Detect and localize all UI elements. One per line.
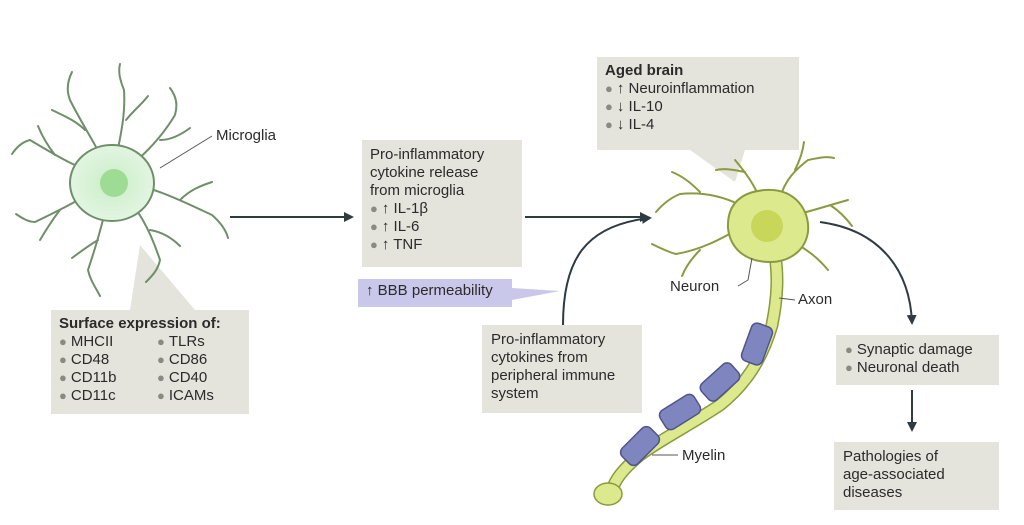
arrow-peripheral-to-neuron — [562, 213, 652, 326]
surface-expression-box: Surface expression of: ●MHCII ●CD48 ●CD1… — [51, 310, 249, 414]
myelin-segment — [619, 425, 661, 467]
peripheral-cytokines-box: Pro-inflammatory cytokines from peripher… — [482, 325, 642, 413]
aged-callout-pointer — [690, 150, 745, 182]
surface-expression-title: Surface expression of: — [59, 315, 221, 332]
arrow-neuron-to-synaptic — [819, 221, 917, 325]
peripheral-line: cytokines from — [491, 349, 588, 366]
myelin-segment — [740, 322, 774, 366]
peripheral-line: peripheral immune — [491, 367, 616, 384]
myelin-segment — [658, 393, 702, 431]
aged-brain-box: Aged brain ●↑ Neuroinflammation ●↓ IL-10… — [597, 57, 799, 150]
pathologies-line: Pathologies of — [843, 448, 939, 465]
pathologies-line: age-associated — [843, 466, 945, 483]
microglia-nucleus — [100, 169, 128, 197]
peripheral-line: Pro-inflammatory — [491, 331, 606, 348]
microglia-leader-line — [159, 135, 213, 169]
cytokine-release-box: Pro-inflammatory cytokine release from m… — [362, 140, 522, 267]
outcome-item: ●Synaptic damage — [845, 341, 973, 358]
axon-label: Axon — [798, 291, 833, 308]
pathologies-box: Pathologies of age-associated diseases — [834, 442, 999, 510]
surface-callout-pointer — [130, 245, 195, 310]
bbb-callout-pointer — [512, 288, 560, 300]
release-line: from microglia — [370, 182, 465, 199]
surface-marker: ●MHCII — [59, 333, 114, 350]
release-line: Pro-inflammatory — [370, 146, 485, 163]
aged-brain-title: Aged brain — [605, 62, 684, 79]
aged-item: ●↓ IL-10 — [605, 98, 663, 115]
surface-marker: ●CD11c — [59, 387, 116, 404]
surface-marker: ●TLRs — [157, 333, 205, 350]
myelin-segment — [699, 362, 741, 402]
surface-marker: ●CD48 — [59, 351, 110, 368]
surface-marker: ●CD11b — [59, 369, 117, 386]
surface-marker: ●CD86 — [157, 351, 208, 368]
neuron-label: Neuron — [670, 278, 720, 295]
neuron-nucleus — [751, 210, 783, 242]
myelin-label: Myelin — [682, 447, 726, 464]
pathologies-line: diseases — [843, 484, 903, 501]
release-item: ●↑ IL-1β — [370, 200, 429, 217]
outcome-item: ●Neuronal death — [845, 359, 960, 376]
aged-item: ●↑ Neuroinflammation — [605, 80, 755, 97]
release-item: ●↑ TNF — [370, 236, 423, 253]
myelin-sheaths — [619, 322, 774, 467]
surface-marker: ●ICAMs — [157, 387, 214, 404]
axon-leader-line — [778, 297, 796, 301]
surface-marker: ●CD40 — [157, 369, 208, 386]
synaptic-damage-box: ●Synaptic damage ●Neuronal death — [836, 335, 999, 385]
axon-terminal — [593, 482, 623, 506]
bbb-permeability-box: ↑ BBB permeability — [358, 279, 512, 307]
microglia-label: Microglia — [216, 127, 277, 144]
release-item: ●↑ IL-6 — [370, 218, 420, 235]
aged-item: ●↓ IL-4 — [605, 116, 655, 133]
neuron-leader-line — [737, 257, 753, 287]
peripheral-line: system — [491, 385, 539, 402]
release-line: cytokine release — [370, 164, 479, 181]
